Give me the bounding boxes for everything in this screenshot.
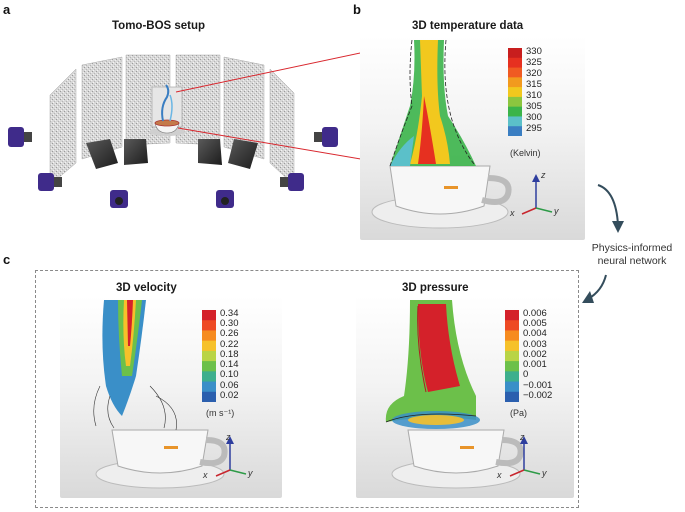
colorbar-swatch	[202, 320, 216, 331]
colorbar-tick-label: 320	[526, 68, 542, 79]
panel-a-title: Tomo-BOS setup	[112, 20, 206, 32]
colorbar-tick-label: 330	[526, 46, 542, 57]
colorbar-swatch	[505, 310, 519, 321]
colorbar-tick-label: 0.18	[220, 348, 239, 360]
temperature-render: z x y	[360, 36, 585, 240]
pressure-render: z x y	[356, 296, 574, 498]
colorbar-swatch	[505, 330, 519, 342]
colorbar-tick-label: 0.30	[220, 318, 239, 330]
arrow-icon	[582, 291, 594, 303]
camera-icon	[86, 139, 258, 169]
velocity-colorbar	[202, 310, 216, 403]
colorbar-swatch	[202, 340, 216, 352]
colorbar-swatch	[505, 361, 519, 372]
colorbar-swatch	[505, 320, 519, 331]
colorbar-swatch	[202, 371, 216, 383]
axis-x-label: x	[203, 470, 208, 480]
axis-y-label: y	[248, 468, 253, 478]
colorbar-tick-label: 325	[526, 57, 542, 68]
colorbar-swatch	[508, 116, 522, 127]
colorbar-tick-label: −0.002	[523, 389, 553, 401]
panel-c-letter: c	[3, 252, 11, 267]
colorbar-swatch	[508, 106, 522, 117]
colorbar-tick-label: 300	[526, 112, 542, 123]
colorbar-swatch	[508, 77, 522, 88]
axis-triad	[215, 436, 247, 477]
axis-z-label: z	[226, 432, 231, 442]
colorbar-swatch	[505, 391, 519, 403]
colorbar-tick-label: 310	[526, 90, 542, 101]
velocity-title: 3D velocity	[116, 282, 177, 294]
axis-y-label: y	[542, 468, 547, 478]
colorbar-swatch	[202, 350, 216, 362]
axis-triad	[509, 436, 541, 477]
colorbar-tick-label: 0	[523, 369, 529, 381]
camera-icon	[8, 127, 338, 208]
temperature-unit: (Kelvin)	[510, 148, 541, 158]
panel-b-letter: b	[353, 2, 361, 17]
velocity-unit: (m s⁻¹)	[206, 408, 235, 418]
arrow-icon	[612, 221, 624, 233]
colorbar-swatch	[505, 371, 519, 383]
colorbar-tick-label: 0.002	[523, 348, 547, 360]
axis-z-label: z	[520, 432, 525, 442]
colorbar-swatch	[508, 126, 522, 137]
colorbar-tick-label: 305	[526, 101, 542, 112]
colorbar-swatch	[202, 330, 216, 342]
axis-x-label: x	[497, 470, 502, 480]
pinn-line-2: neural network	[597, 255, 667, 267]
colorbar-swatch	[505, 340, 519, 352]
colorbar-swatch	[505, 381, 519, 393]
colorbar-swatch	[202, 361, 216, 372]
temperature-colorbar	[508, 48, 522, 137]
pressure-unit: (Pa)	[510, 408, 528, 418]
pressure-colorbar	[505, 310, 519, 403]
colorbar-tick-label: 0.14	[220, 359, 239, 371]
colorbar-tick-label: −0.001	[523, 379, 553, 391]
colorbar-tick-label: 0.02	[220, 389, 239, 401]
colorbar-swatch	[508, 67, 522, 78]
axis-z-label: z	[541, 170, 546, 180]
colorbar-swatch	[202, 310, 216, 321]
colorbar-tick-label: 0.006	[523, 308, 547, 319]
panel-a-letter: a	[3, 2, 11, 17]
colorbar-swatch	[508, 48, 522, 59]
colorbar-tick-label: 315	[526, 79, 542, 90]
pressure-title: 3D pressure	[402, 282, 469, 294]
colorbar-tick-label: 0.005	[523, 318, 547, 330]
colorbar-swatch	[202, 381, 216, 393]
velocity-render: z x y	[60, 296, 282, 498]
colorbar-tick-label: 0.10	[220, 369, 239, 381]
panel-b-title: 3D temperature data	[412, 20, 524, 32]
colorbar-swatch	[505, 350, 519, 362]
colorbar-tick-label: 0.26	[220, 328, 239, 340]
tomo-bos-setup-illustration	[8, 54, 338, 208]
colorbar-swatch	[202, 391, 216, 403]
colorbar-tick-label: 0.004	[523, 328, 547, 340]
pinn-label: Physics-informed neural network	[580, 242, 684, 268]
colorbar-tick-label: 0.003	[523, 338, 547, 350]
colorbar-swatch	[508, 87, 522, 98]
axis-triad	[521, 174, 553, 215]
colorbar-swatch	[508, 96, 522, 108]
axis-y-label: y	[554, 206, 559, 216]
colorbar-tick-label: 0.001	[523, 359, 547, 371]
colorbar-tick-label: 0.34	[220, 308, 239, 319]
axis-x-label: x	[510, 208, 515, 218]
output-dashed-box	[35, 270, 579, 508]
colorbar-tick-label: 295	[526, 123, 542, 134]
pinn-arrows	[582, 184, 624, 303]
colorbar-swatch	[508, 57, 522, 69]
pinn-line-1: Physics-informed	[591, 242, 673, 254]
colorbar-tick-label: 0.06	[220, 379, 239, 391]
coffee-cup	[149, 84, 185, 136]
colorbar-tick-label: 0.22	[220, 338, 239, 350]
